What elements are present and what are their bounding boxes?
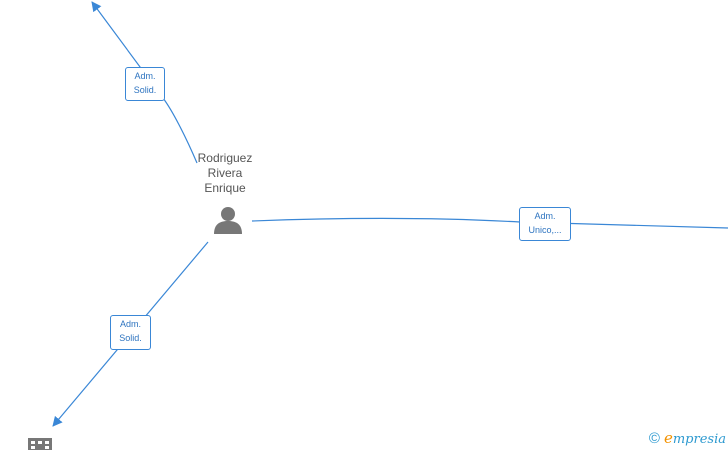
brand-logo: empresia: [664, 430, 726, 448]
person-name-line: Rivera: [207, 166, 243, 180]
building-icon[interactable]: [27, 436, 53, 450]
empresia-watermark: © empresia: [648, 430, 726, 448]
brand-logo-rest: mpresia: [672, 432, 726, 447]
edge-label-line: Adm.: [134, 71, 156, 81]
edge-label-line: Unico,...: [528, 225, 562, 235]
edge-right-line[interactable]: [251, 217, 728, 229]
edge-label-right[interactable]: Adm. Unico,...: [519, 207, 571, 241]
edge-label-line: Solid.: [133, 85, 157, 95]
person-name-line: Rodriguez: [197, 151, 253, 165]
edge-label-line: Solid.: [119, 333, 142, 343]
brand-logo-initial: e: [663, 429, 673, 447]
edge-label-line: Adm.: [119, 319, 141, 329]
person-node-name[interactable]: Rodriguez Rivera Enrique: [184, 151, 266, 196]
edge-label-bottom[interactable]: Adm. Solid.: [110, 315, 151, 350]
edge-label-top[interactable]: Adm. Solid.: [125, 67, 165, 101]
copyright-icon: ©: [648, 430, 660, 447]
person-name-line: Enrique: [204, 181, 246, 195]
edge-label-line: Adm.: [534, 211, 556, 221]
person-icon[interactable]: [212, 205, 244, 235]
